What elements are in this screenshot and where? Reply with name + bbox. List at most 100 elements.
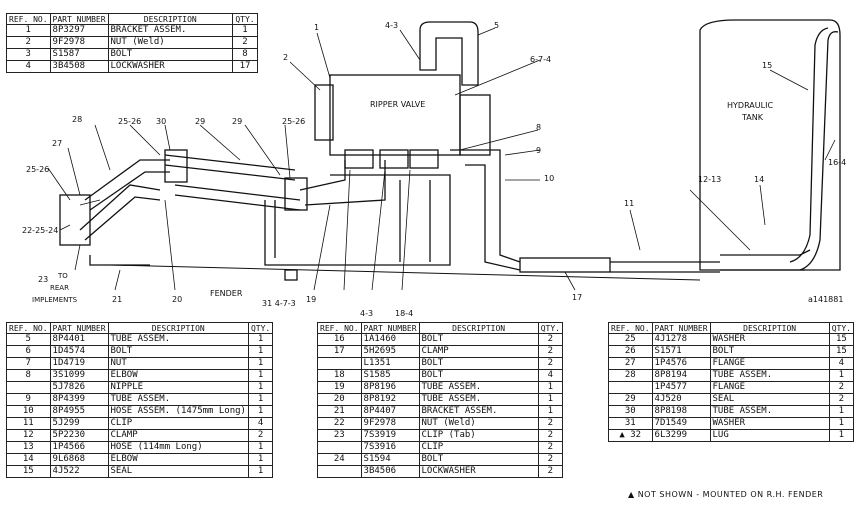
cell-qty: 1 [247,441,274,454]
cell-desc: BRACKET ASSEM. [107,24,234,37]
cell-desc: SEAL [107,465,249,478]
callout-label: 31 4-7-3 [262,299,296,308]
cell-part: 5J299 [49,417,109,430]
col-ref: REF. NO. [608,322,653,334]
cell-desc: LOCKWASHER [418,465,539,478]
cell-desc: ELBOW [107,369,249,382]
col-ref: REF. NO. [6,322,51,334]
cell-part: 8P4399 [49,393,109,406]
cell-qty: 2 [537,333,564,346]
cell-part: S1585 [360,369,420,382]
cell-ref [6,381,51,394]
cell-qty: 2 [232,36,258,49]
cell-ref: 19 [317,381,362,394]
callout-label: 18-4 [395,309,413,318]
cell-ref: 11 [6,417,51,430]
cell-ref: 3 [6,48,51,61]
cell-qty: 2 [537,345,564,358]
cell-ref: 30 [608,405,653,418]
cell-part: 8P8194 [651,369,711,382]
cell-part: 5P2230 [49,429,109,442]
cell-part: S1587 [49,48,109,61]
to-rear-label-2: REAR [50,284,69,292]
col-qty: QTY. [247,322,274,334]
parts-table-middle: REF. NO. PART NUMBER DESCRIPTION QTY. 16… [317,322,564,478]
cell-desc: CLIP (Tab) [418,429,539,442]
cell-qty: 2 [537,357,564,370]
cell-qty: 2 [247,429,274,442]
cell-part: 8P4401 [49,333,109,346]
cell-ref: 8 [6,369,51,382]
cell-ref [317,465,362,478]
cell-qty: 1 [537,405,564,418]
cell-qty: 2 [537,429,564,442]
col-desc: DESCRIPTION [107,13,234,25]
col-qty: QTY. [537,322,564,334]
cell-ref [317,357,362,370]
cell-desc: CLAMP [107,429,249,442]
cell-ref [317,441,362,454]
cell-qty: 2 [537,441,564,454]
cell-part: 8P8196 [360,381,420,394]
cell-ref: 31 [608,417,653,430]
callout-label: 22-25-24 [22,226,58,235]
cell-qty: 8 [232,48,258,61]
cell-qty: 17 [232,60,258,73]
cell-desc: SEAL [709,393,830,406]
callout-label: 17 [572,293,582,302]
to-rear-label-1: TO [57,272,68,280]
cell-qty: 1 [247,333,274,346]
ripper-valve-body [329,74,461,156]
figure-id: a141881 [808,295,843,304]
col-ref: REF. NO. [6,13,51,25]
cell-part: 1D4574 [49,345,109,358]
cell-part: 8P4955 [49,405,109,418]
cell-part: 9L6868 [49,453,109,466]
cell-qty: 2 [828,381,855,394]
cell-desc: CLIP [418,441,539,454]
cell-part: 8P8198 [651,405,711,418]
cell-qty: 2 [537,417,564,430]
cell-qty: 1 [828,369,855,382]
cell-part: 7D1549 [651,417,711,430]
callout-label: 14 [754,175,764,184]
cell-part: 1D4719 [49,357,109,370]
col-desc: DESCRIPTION [107,322,249,334]
cell-desc: CLAMP [418,345,539,358]
cell-part: 1A1460 [360,333,420,346]
cell-ref: 22 [317,417,362,430]
cell-desc: TUBE ASSEM. [107,393,249,406]
cell-ref: 10 [6,405,51,418]
cell-qty: 1 [247,357,274,370]
callout-label: 20 [172,295,182,304]
cell-part: 3S1099 [49,369,109,382]
callout-label: 6-7-4 [530,55,551,64]
callout-label: 25-26 [118,117,141,126]
cell-ref: 23 [317,429,362,442]
cell-desc: TUBE ASSEM. [107,333,249,346]
cell-qty: 1 [247,369,274,382]
cell-part: S1594 [360,453,420,466]
